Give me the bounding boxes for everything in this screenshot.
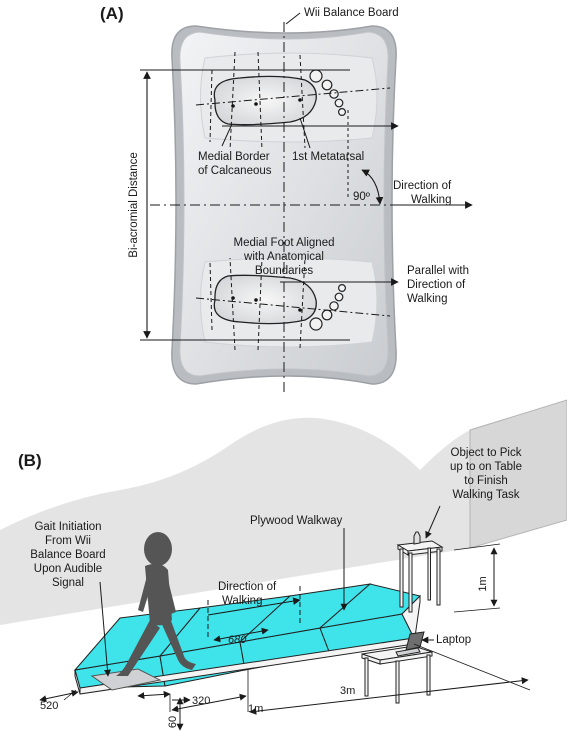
guide-lines bbox=[140, 22, 420, 392]
dim-520: 520 bbox=[40, 700, 58, 712]
plywood-label: Plywood Walkway bbox=[250, 515, 342, 527]
laptop-label: Laptop bbox=[436, 634, 471, 646]
panel-a: (A) bbox=[100, 4, 473, 392]
object-line2: up to on Table bbox=[450, 461, 522, 473]
panel-a-label: (A) bbox=[100, 4, 124, 23]
medial-foot-line1: Medial Foot Aligned bbox=[233, 237, 334, 249]
bottom-foot bbox=[213, 274, 347, 331]
direction-line1: Direction of bbox=[393, 180, 452, 192]
direction-line2: Walking bbox=[411, 194, 451, 206]
medial-foot-line2: with Anatomical bbox=[243, 251, 324, 263]
direction-b-line2: Walking bbox=[222, 595, 262, 607]
medial-border-line2: of Calcaneous bbox=[198, 165, 272, 177]
angle-label: 90º bbox=[353, 191, 371, 203]
gait-line2: From Wii bbox=[45, 535, 91, 547]
dim-1m-table: 1m bbox=[477, 576, 489, 591]
medial-foot-line3: Boundaries bbox=[255, 265, 313, 277]
parallel-line3: Walking bbox=[407, 293, 447, 305]
angle-arc bbox=[361, 169, 384, 205]
first-metatarsal-label: 1st Metatarsal bbox=[292, 151, 364, 163]
direction-b-line1: Direction of bbox=[218, 581, 277, 593]
object-line1: Object to Pick bbox=[451, 447, 522, 459]
medial-border-line1: Medial Border bbox=[198, 151, 270, 163]
parallel-line1: Parallel with bbox=[407, 265, 469, 277]
dim-3m: 3m bbox=[340, 685, 355, 697]
gait-line5: Signal bbox=[52, 577, 84, 589]
dim-1m: 1m bbox=[248, 703, 263, 715]
top-foot bbox=[213, 69, 347, 126]
corner-wall bbox=[469, 399, 567, 549]
back-wall bbox=[0, 400, 567, 625]
object-line4: Walking Task bbox=[452, 489, 519, 501]
gait-line4: Upon Audible bbox=[34, 563, 102, 575]
dim-60: 60 bbox=[167, 716, 179, 728]
gait-line3: Balance Board bbox=[30, 549, 105, 561]
parallel-line2: Direction of bbox=[407, 279, 466, 291]
tall-table bbox=[396, 531, 444, 613]
direction-arrow-b bbox=[207, 597, 301, 616]
panel-b: (B) bbox=[0, 399, 567, 731]
wii-board-label: Wii Balance Board bbox=[304, 7, 399, 19]
bi-acromial-label: Bi-acromial Distance bbox=[128, 152, 140, 257]
walking-figure bbox=[116, 532, 196, 676]
gait-line1: Gait Initiation bbox=[34, 521, 101, 533]
object-line3: to Finish bbox=[464, 475, 507, 487]
laptop bbox=[395, 631, 425, 657]
panel-b-label: (B) bbox=[18, 451, 42, 470]
dim-680: 680 bbox=[228, 634, 247, 646]
